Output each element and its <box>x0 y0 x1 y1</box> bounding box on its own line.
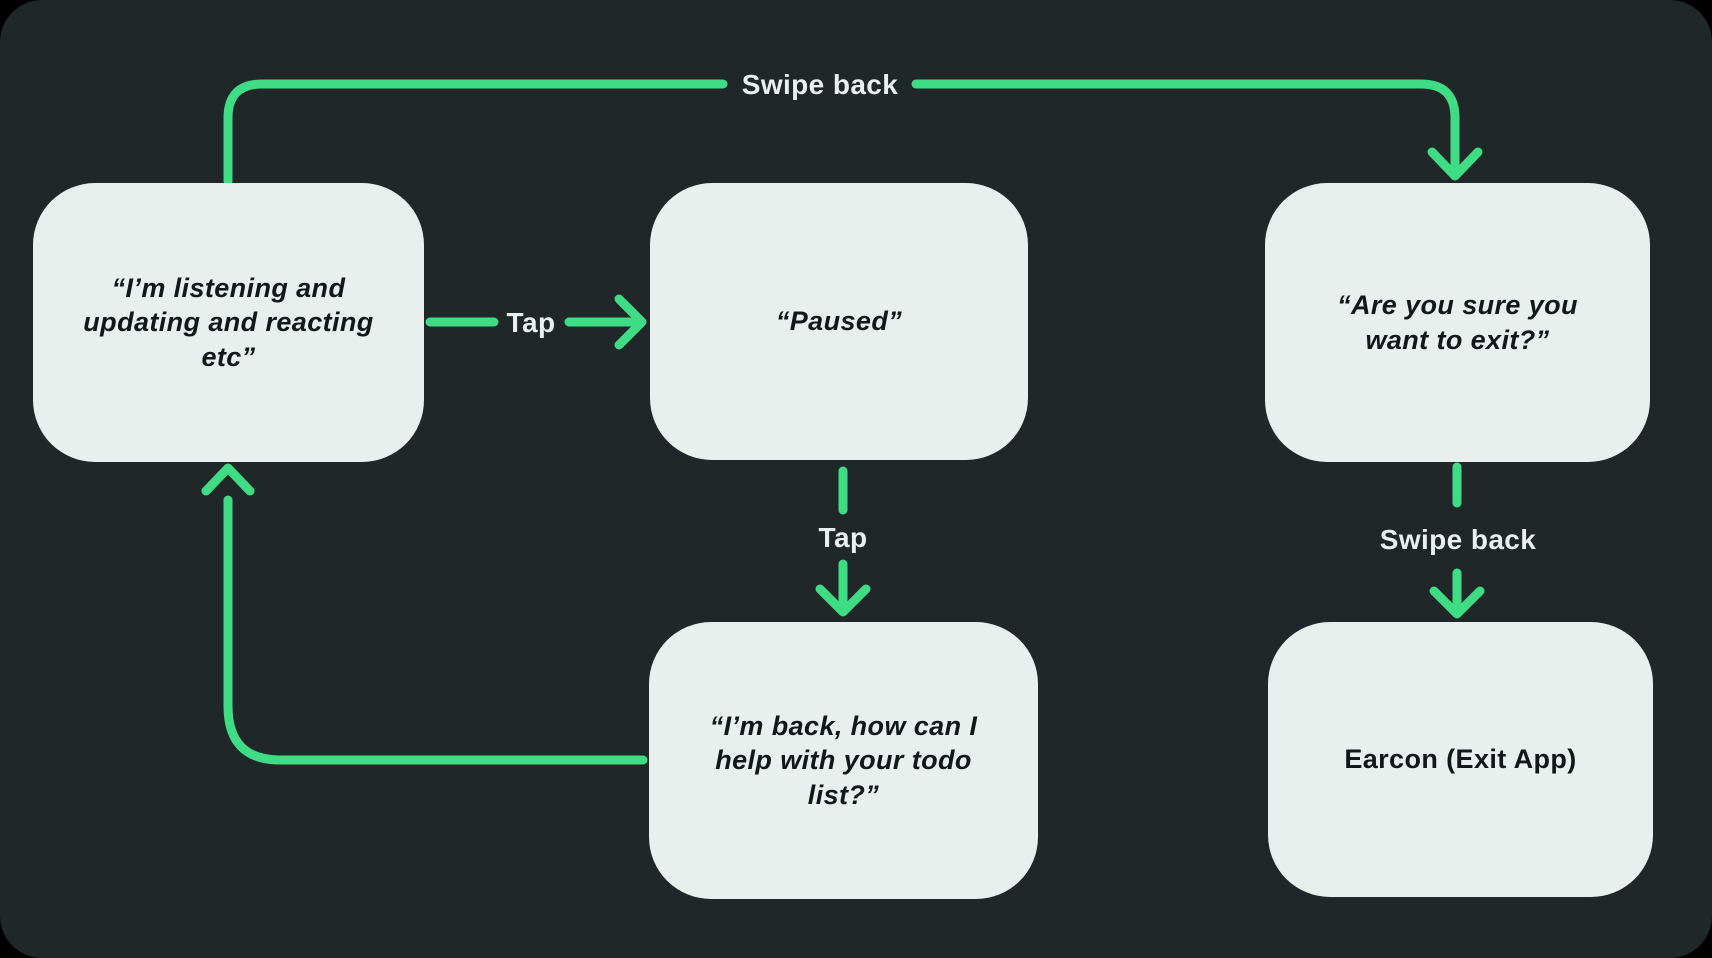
edge-swipe-back-top-left <box>223 79 728 186</box>
node-paused: “Paused” <box>650 183 1028 460</box>
arrowhead-resume-loop-icon <box>201 463 255 496</box>
edge-label-tap-down: Tap <box>818 522 868 553</box>
node-earcon: Earcon (Exit App) <box>1268 622 1653 897</box>
edge-swipe-back-top-right <box>911 79 1460 171</box>
node-resume-label: “I’m back, how can I help with your todo… <box>709 710 978 810</box>
node-exit-confirm: “Are you sure you want to exit?” <box>1265 183 1650 462</box>
node-earcon-label: Earcon (Exit App) <box>1344 744 1577 775</box>
node-listening-label: “I’m listening and updating and reacting… <box>83 272 374 372</box>
edge-resume-loop <box>223 495 648 765</box>
node-resume: “I’m back, how can I help with your todo… <box>649 622 1038 899</box>
arrowhead-swipe-back-right-icon <box>1429 586 1485 619</box>
edge-label-tap-right: Tap <box>506 307 556 338</box>
arrowhead-swipe-back-top-icon <box>1427 147 1483 181</box>
edge-label-swipe-back-top: Swipe back <box>741 69 899 100</box>
arrowhead-tap-down-icon <box>815 584 871 617</box>
node-paused-label: “Paused” <box>775 306 903 337</box>
node-exit-confirm-label: “Are you sure you want to exit?” <box>1337 289 1578 355</box>
node-listening: “I’m listening and updating and reacting… <box>33 183 424 462</box>
arrowhead-tap-right-icon <box>614 294 647 350</box>
edge-label-swipe-back-right: Swipe back <box>1379 524 1537 555</box>
